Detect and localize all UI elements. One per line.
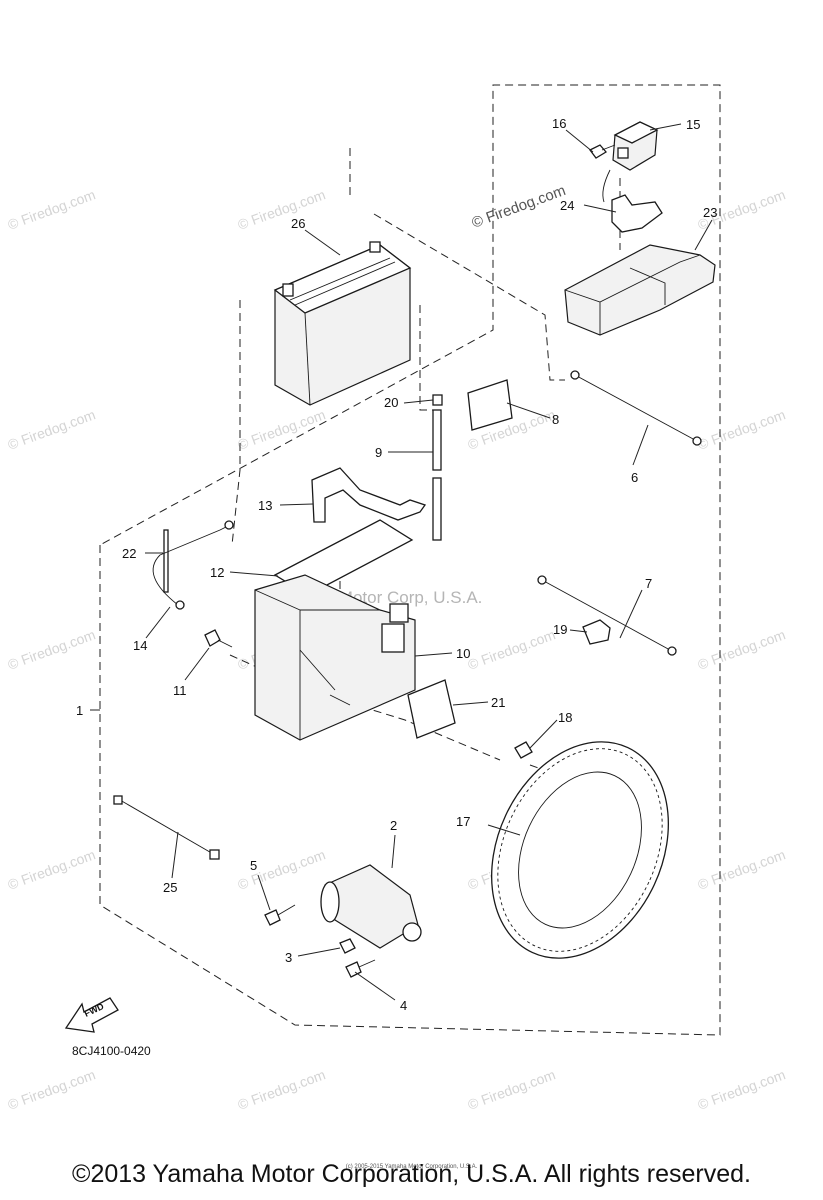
- callout-8: 8: [552, 412, 559, 427]
- bolt-5: [264, 904, 296, 926]
- watermark: © Firedog.com: [696, 846, 788, 893]
- battery: [273, 241, 412, 406]
- callout-25: 25: [163, 880, 177, 895]
- watermark: © Firedog.com: [6, 626, 98, 673]
- watermark: © Firedog.com: [6, 1066, 98, 1113]
- callout-14: 14: [133, 638, 147, 653]
- clamp-19: [582, 619, 611, 645]
- callout-13: 13: [258, 498, 272, 513]
- callout-3: 3: [285, 950, 292, 965]
- watermark: © Firedog.com: [236, 406, 328, 453]
- watermark: © Firedog.com: [696, 1066, 788, 1113]
- watermark: © Firedog.com: [696, 406, 788, 453]
- bracket-24: [611, 194, 663, 233]
- wire-6: [570, 370, 702, 446]
- callout-19: 19: [553, 622, 567, 637]
- battery-box: [254, 574, 416, 741]
- watermark: © Firedog.com: [6, 846, 98, 893]
- callouts: 1 2 3 4 5 6 7 8 9 10 11 12 13 14 15 16 1…: [76, 116, 717, 1013]
- fwd-arrow: FWD: [64, 997, 119, 1033]
- callout-2: 2: [390, 818, 397, 833]
- callout-10: 10: [456, 646, 470, 661]
- callout-24: 24: [560, 198, 574, 213]
- battery-band: [311, 467, 427, 523]
- wire-25: [113, 795, 220, 860]
- callout-20: 20: [384, 395, 398, 410]
- callout-18: 18: [558, 710, 572, 725]
- phantom-line-b: [419, 305, 440, 411]
- watermark: © Firedog.com: [466, 1066, 558, 1113]
- watermark: © Firedog.com: [696, 626, 788, 673]
- wire-7: [537, 575, 677, 656]
- watermark: © Firedog.com: [466, 626, 558, 673]
- watermark: © Firedog.com: [6, 186, 98, 233]
- leader-lines: [90, 123, 713, 1001]
- bolt-16: [589, 144, 616, 159]
- starter-motor: [320, 864, 422, 949]
- phantom-line-c: [231, 300, 241, 546]
- bolt-11: [204, 629, 233, 648]
- battery-pad: [467, 379, 513, 431]
- breather-tube: [432, 394, 443, 541]
- callout-16: 16: [552, 116, 566, 131]
- watermark-dark: © Firedog.com: [470, 182, 568, 232]
- rotor-17: [491, 741, 669, 959]
- callout-6: 6: [631, 470, 638, 485]
- small-note: (c) 2005-2015 Yamaha Motor Corporation, …: [345, 1164, 478, 1170]
- watermark: © Firedog.com: [236, 186, 328, 233]
- callout-7: 7: [645, 576, 652, 591]
- callout-11: 11: [173, 683, 187, 698]
- copyright-footer: ©2013 Yamaha Motor Corporation, U.S.A. A…: [72, 1160, 751, 1188]
- callout-26: 26: [291, 216, 305, 231]
- lead-wire: [152, 520, 234, 610]
- callout-5: 5: [250, 858, 257, 873]
- callout-12: 12: [210, 565, 224, 580]
- starter-relay: [602, 121, 659, 203]
- callout-22: 22: [122, 546, 136, 561]
- main-assembly-boundary: [99, 84, 721, 1036]
- callout-17: 17: [456, 814, 470, 829]
- bolt-18: [514, 741, 533, 759]
- o-ring-3: [339, 938, 356, 954]
- pad-21: [407, 679, 456, 739]
- watermark: © Firedog.com: [236, 1066, 328, 1113]
- callout-21: 21: [491, 695, 505, 710]
- callout-23: 23: [703, 205, 717, 220]
- callout-1: 1: [76, 703, 83, 718]
- callout-9: 9: [375, 445, 382, 460]
- callout-15: 15: [686, 117, 700, 132]
- drawing-code: 8CJ4100-0420: [72, 1044, 151, 1058]
- callout-4: 4: [400, 998, 407, 1013]
- bolt-4: [345, 959, 376, 978]
- cover: [564, 244, 716, 336]
- watermark: © Firedog.com: [6, 406, 98, 453]
